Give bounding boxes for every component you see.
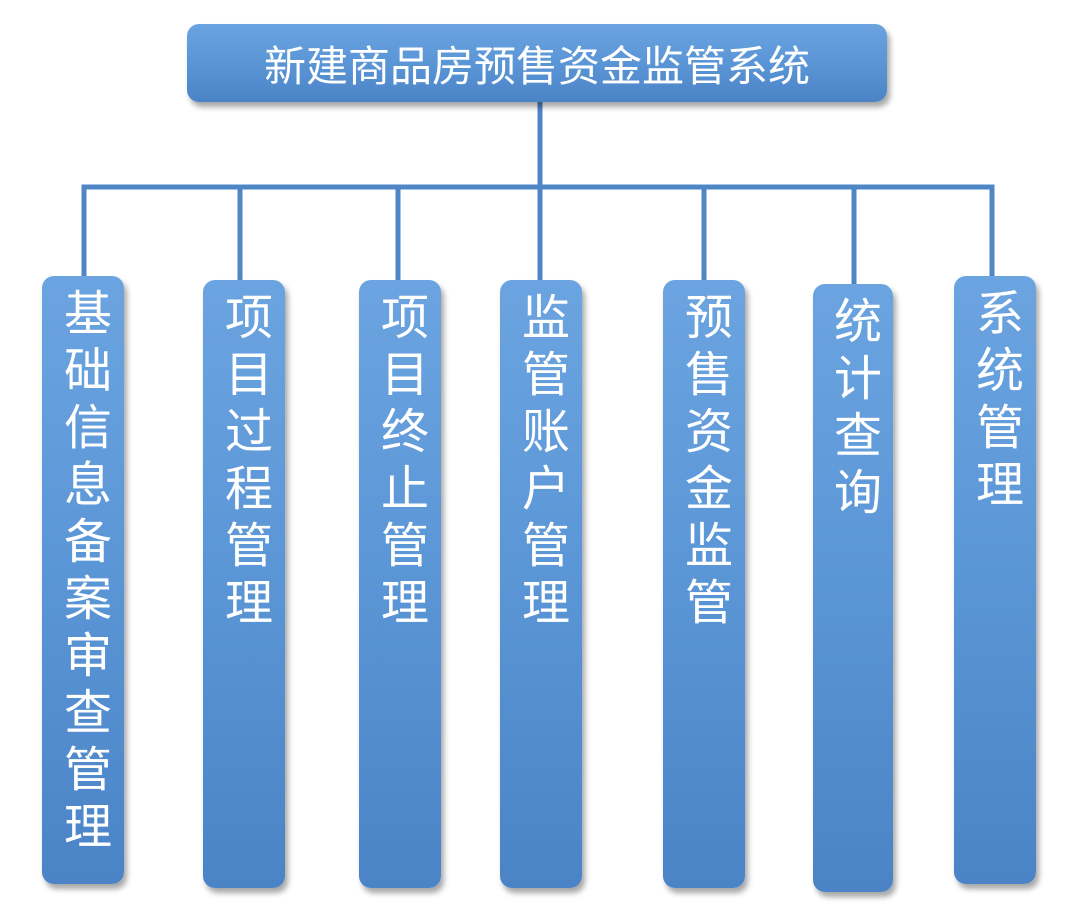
module-label: 项目终止管理: [372, 292, 428, 634]
module-label: 监管账户管理: [513, 292, 569, 634]
module-label: 项目过程管理: [216, 292, 272, 634]
root-title: 新建商品房预售资金监管系统: [263, 41, 810, 91]
module-project-termination: 项目终止管理: [359, 280, 441, 888]
module-system-management: 系统管理: [954, 276, 1036, 884]
module-basic-info-filing: 基础信息备案审查管理: [42, 276, 124, 884]
module-presale-fund-supervision: 预售资金监管: [663, 280, 745, 888]
module-label: 基础信息备案审查管理: [55, 288, 111, 858]
module-supervision-account: 监管账户管理: [500, 280, 582, 888]
module-label: 预售资金监管: [676, 292, 732, 634]
module-label: 统计查询: [825, 296, 881, 524]
module-label: 系统管理: [967, 288, 1023, 516]
module-statistics-query: 统计查询: [813, 284, 893, 892]
root-node: 新建商品房预售资金监管系统: [187, 24, 887, 102]
module-project-process: 项目过程管理: [203, 280, 285, 888]
